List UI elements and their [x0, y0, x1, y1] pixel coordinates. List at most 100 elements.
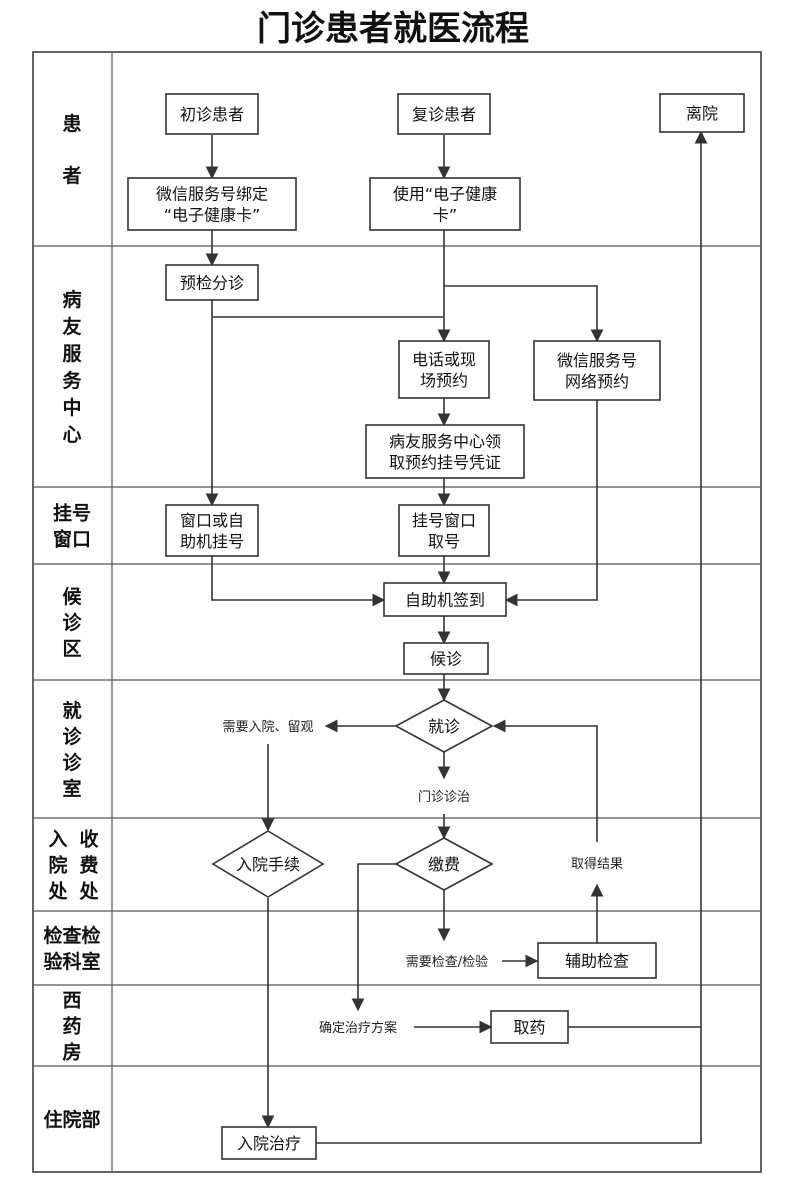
node-box	[165, 264, 259, 301]
node-pay: 缴费	[394, 837, 494, 891]
node-diamond	[394, 699, 494, 753]
node-text: 助机挂号	[180, 532, 244, 551]
node-text: 缴费	[428, 855, 460, 874]
lane-label-text: 就	[62, 699, 81, 722]
lane-label-text: 院	[48, 854, 67, 877]
node-text: 网络预约	[565, 372, 629, 391]
lane-label-register: 挂号窗口	[53, 502, 91, 551]
lane-label-text: 服	[62, 343, 82, 365]
lane-label-text: 检查检	[43, 924, 100, 947]
node-admit-procedure: 入院手续	[211, 830, 325, 898]
node-leave: 离院	[659, 93, 745, 133]
lane-label-text: 处	[47, 880, 68, 903]
edge-wechat-to-checkin	[504, 400, 598, 607]
node-consult: 就诊	[394, 699, 494, 753]
node-box	[397, 93, 491, 135]
lane-label-text: 中	[62, 396, 81, 419]
node-text: 离院	[686, 104, 718, 123]
node-diamond	[394, 837, 494, 891]
lane-label-text: 诊	[62, 725, 82, 748]
node-text: 预检分诊	[180, 274, 244, 293]
node-box	[398, 340, 490, 399]
node-box	[490, 1010, 569, 1044]
node-inpatient-treat: 入院治疗	[221, 1126, 317, 1160]
node-text: 场预约	[420, 371, 468, 390]
lane-label-text: 区	[62, 638, 81, 660]
node-text: 窗口或自	[180, 511, 244, 530]
lane-label-text: 诊	[62, 751, 82, 774]
node-text: 挂号窗口	[412, 511, 476, 530]
node-text: 就诊	[428, 717, 460, 736]
node-text: 取号	[428, 532, 460, 551]
node-box	[533, 340, 661, 401]
lane-label-text: 窗口	[53, 528, 91, 551]
node-get-medicine: 取药	[490, 1010, 569, 1044]
lane-label-text: 住院部	[43, 1108, 100, 1131]
lane-label-inpatient: 住院部	[43, 1108, 100, 1131]
node-text: 初诊患者	[180, 105, 244, 124]
node-text: 取药	[513, 1018, 545, 1037]
lane-label-text: 者	[62, 165, 81, 187]
node-return-visit: 复诊患者	[397, 93, 491, 135]
node-first-visit: 初诊患者	[165, 93, 259, 135]
label-need-admission: 需要入院、留观	[222, 720, 313, 735]
lane-label-service: 病友服务中心	[62, 288, 82, 446]
lane-label-text: 房	[62, 1041, 81, 1064]
lane-label-text: 诊	[62, 611, 82, 634]
edge-to-leave	[316, 130, 708, 1144]
lane-label-patient: 患者	[62, 112, 81, 187]
node-text: 取预约挂号凭证	[389, 453, 501, 472]
flow-edges	[205, 130, 708, 1144]
node-text: 候诊	[430, 650, 462, 669]
lane-label-text: 药	[62, 1015, 81, 1038]
lane-label-waiting: 候诊区	[62, 585, 82, 660]
node-text: 微信服务号绑定	[156, 185, 268, 204]
lane-label-text: 心	[62, 424, 81, 446]
node-box	[165, 93, 259, 135]
node-text: 卡”	[433, 206, 457, 225]
edge-window-to-checkin	[211, 556, 386, 607]
node-box	[398, 504, 490, 557]
edge-results-to-consult	[492, 719, 598, 842]
diagram-frame	[32, 51, 762, 1173]
node-text: 自助机签到	[405, 591, 485, 610]
lane-label-text: 收	[79, 828, 98, 851]
node-diamond	[211, 830, 325, 898]
lane-label-pharmacy: 西药房	[62, 990, 81, 1064]
lane-label-text: 西	[62, 990, 81, 1012]
node-triage: 预检分诊	[165, 264, 259, 301]
node-box	[221, 1126, 317, 1160]
lane-label-text: 入	[48, 829, 67, 851]
lane-label-text: 友	[62, 315, 81, 338]
lane-label-text: 处	[78, 880, 99, 903]
node-text: 使用“电子健康	[393, 185, 497, 204]
node-text: 病友服务中心领	[389, 432, 501, 451]
node-box	[369, 177, 521, 231]
node-text: 辅助检查	[565, 952, 629, 971]
node-text: 复诊患者	[412, 105, 476, 124]
node-text: 电话或现	[412, 350, 476, 369]
label-get-results: 取得结果	[571, 856, 623, 872]
node-box	[383, 582, 507, 617]
lane-label-text: 病	[62, 288, 81, 311]
lane-label-text: 室	[62, 777, 81, 800]
node-box	[659, 93, 745, 133]
node-wait: 候诊	[403, 642, 489, 675]
node-box	[127, 177, 297, 231]
lane-label-text: 验科室	[43, 950, 100, 973]
node-wechat-bind: 微信服务号绑定“电子健康卡”	[127, 177, 297, 231]
label-treatment-plan: 确定治疗方案	[319, 1020, 397, 1036]
label-need-exam: 需要检查/检验	[406, 954, 488, 970]
lane-label-text: 务	[62, 369, 82, 392]
node-text: 入院手续	[236, 855, 300, 874]
node-box	[537, 942, 657, 979]
